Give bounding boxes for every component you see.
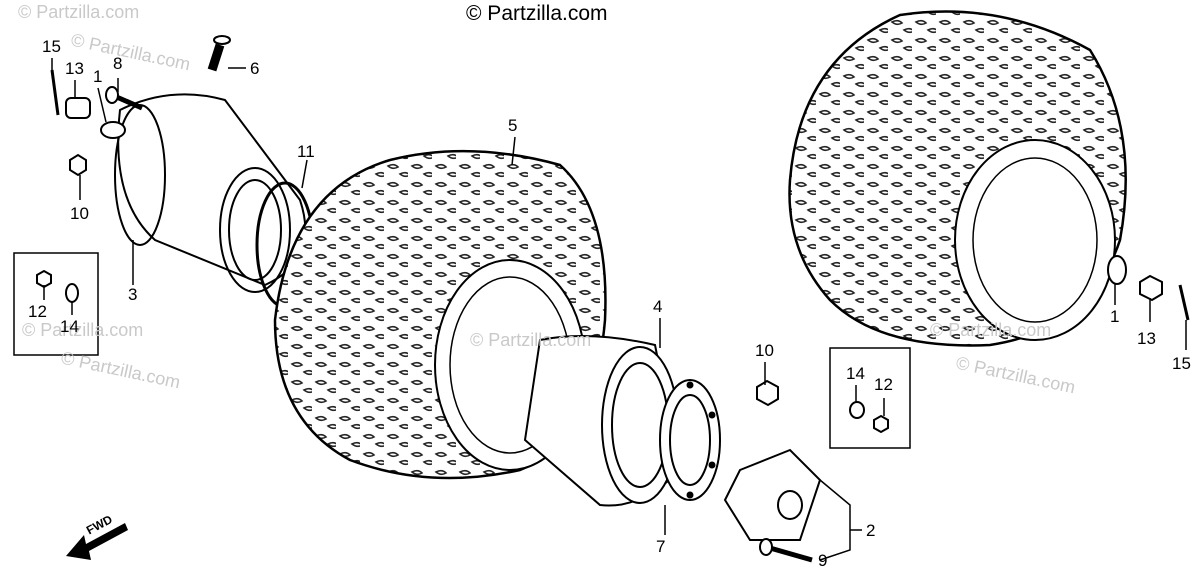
lug-nut-center [756,379,779,407]
part-number-10-center: 10 [755,341,774,360]
part-number-1-right: 1 [1110,307,1120,326]
part-number-13-left: 13 [65,59,84,78]
leader-lines [43,58,1187,561]
tire-right [788,10,1127,347]
part-number-6: 6 [250,59,260,78]
part-number-12-right: 12 [874,375,893,394]
part-number-5: 5 [508,116,518,135]
part-number-13-right: 13 [1137,329,1156,348]
small-parts-right [1107,255,1190,321]
part-number-10-left: 10 [70,204,89,223]
hub-flange [659,379,721,501]
axle-hub [723,448,822,541]
part-number-4: 4 [653,297,663,316]
watermark: © Partzilla.com [470,330,592,350]
detail-box-left-parts [36,269,79,303]
fwd-arrow-icon [66,523,128,560]
hub-bolt [759,538,813,563]
part-number-7: 7 [656,537,666,556]
wheel-rim-center [523,335,682,507]
watermark: © Partzilla.com [18,2,140,22]
part-number-14-right: 14 [846,364,865,383]
part-number-2: 2 [866,521,876,540]
part-number-1-left: 1 [93,67,103,86]
watermark: © Partzilla.com [930,320,1052,340]
part-number-15-right: 15 [1172,354,1191,373]
part-number-12-left: 12 [28,302,47,321]
part-number-3: 3 [128,285,138,304]
detail-box-left [13,252,99,356]
detail-box-right-parts [849,401,889,434]
wheel-hub-left [114,93,307,293]
watermark: © Partzilla.com [22,320,144,340]
small-parts-left [50,35,231,177]
part-number-14-left: 14 [60,317,79,336]
part-number-15-left: 15 [42,37,61,56]
detail-box-right [829,347,911,449]
copyright-text: © Partzilla.com [466,2,608,25]
part-number-11: 11 [297,142,315,161]
part-number-8: 8 [113,54,123,73]
part-number-9: 9 [818,551,828,570]
